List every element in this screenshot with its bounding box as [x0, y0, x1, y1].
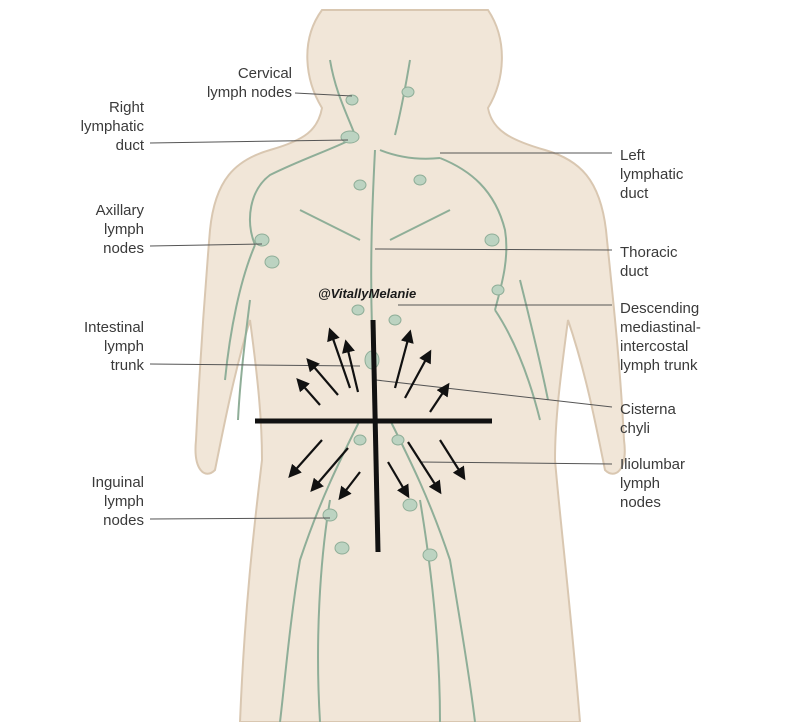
label-cisterna-chyli: Cisterna chyli — [620, 400, 780, 438]
label-left-lymphatic-duct: Left lymphatic duct — [620, 146, 780, 203]
body-silhouette — [196, 10, 625, 722]
label-iliolumbar-lymph-nodes: Iliolumbar lymph nodes — [620, 455, 780, 512]
label-axillary-lymph-nodes: Axillary lymph nodes — [40, 201, 144, 258]
label-inguinal-lymph-nodes: Inguinal lymph nodes — [40, 473, 144, 530]
label-cervical-lymph-nodes: Cervical lymph nodes — [180, 64, 292, 102]
label-intestinal-lymph-trunk: Intestinal lymph trunk — [40, 318, 144, 375]
watermark-text: @VitallyMelanie — [318, 286, 416, 301]
label-right-lymphatic-duct: Right lymphatic duct — [40, 98, 144, 155]
label-thoracic-duct: Thoracic duct — [620, 243, 780, 281]
label-descending-mediastinal-intercostal-trunk: Descending mediastinal- intercostal lymp… — [620, 299, 785, 375]
